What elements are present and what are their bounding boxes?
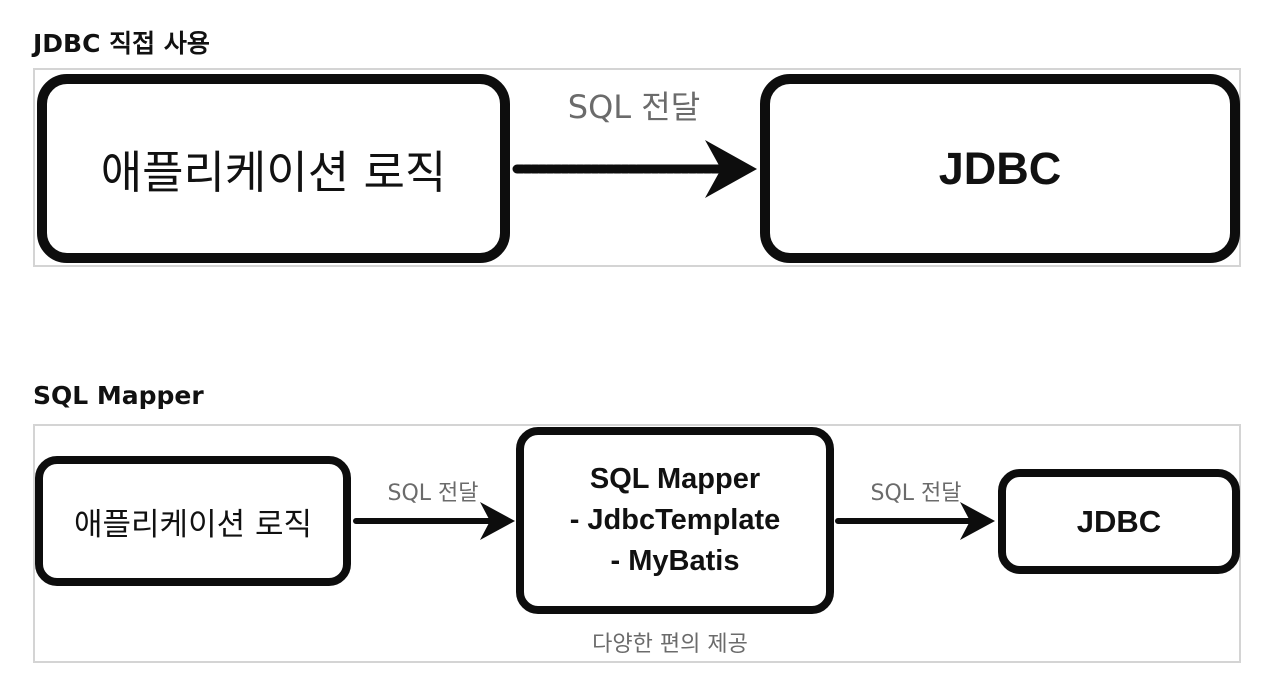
sql-transfer-label-1: SQL 전달 (387, 481, 479, 506)
jdbc-box: JDBC (760, 74, 1240, 263)
section-title-sql-mapper: SQL Mapper (33, 381, 204, 410)
app-logic-box-2: 애플리케이션 로직 (35, 456, 351, 586)
sql-transfer-arrow-2 (835, 502, 995, 540)
sql-transfer-arrow (512, 140, 757, 198)
convenience-caption: 다양한 편의 제공 (592, 632, 748, 657)
sql-mapper-item-mybatis: - MyBatis (610, 545, 740, 577)
sql-mapper-title: SQL Mapper (589, 463, 761, 495)
jdbc-label-2: JDBC (1076, 503, 1162, 539)
jdbc-label: JDBC (938, 142, 1062, 194)
sql-transfer-arrow-1 (353, 502, 515, 540)
jdbc-box-2: JDBC (998, 469, 1240, 574)
sql-transfer-label-2: SQL 전달 (870, 481, 962, 506)
app-logic-label-2: 애플리케이션 로직 (73, 506, 312, 543)
section-title-jdbc-direct: JDBC 직접 사용 (33, 29, 210, 58)
sql-mapper-item-jdbctemplate: - JdbcTemplate (569, 504, 781, 536)
sql-transfer-label: SQL 전달 (567, 88, 701, 126)
sql-mapper-box: SQL Mapper - JdbcTemplate - MyBatis (516, 427, 834, 614)
app-logic-label: 애플리케이션 로직 (100, 146, 447, 199)
app-logic-box: 애플리케이션 로직 (37, 74, 510, 263)
